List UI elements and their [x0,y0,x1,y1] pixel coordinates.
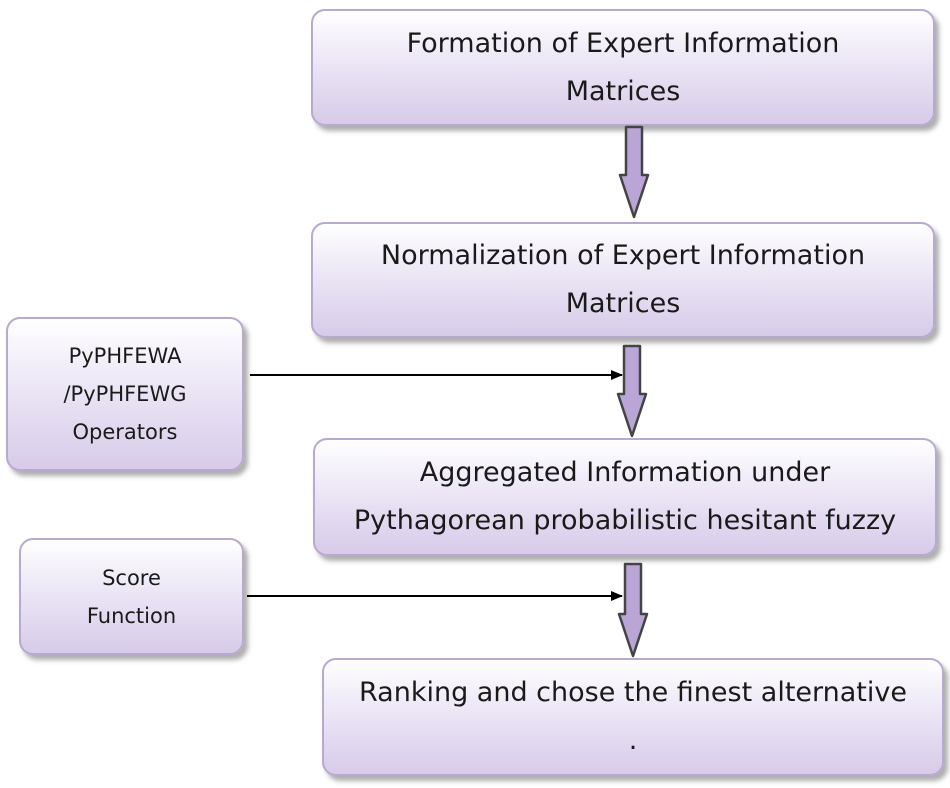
step-formation-text-2: Matrices [565,75,681,107]
step-normalization-text-2: Matrices [565,288,681,319]
flow-arrow-3 [617,562,649,658]
input-operators-text-2: /PyPHFEWG [63,382,187,406]
step-formation-box: Formation of Expert Information Matrices [311,9,935,126]
flow-arrow-1 [618,125,650,219]
step-ranking-text-2: . [628,725,638,756]
input-score-text-1: Score [102,565,161,590]
input-operators-box: PyPHFEWA /PyPHFEWG Operators [6,317,244,471]
input-score-text-2: Function [86,603,177,628]
input-operators-text-3: Operators [72,420,178,444]
step-ranking-box: Ranking and chose the finest alternative… [322,658,944,776]
step-normalization-box: Normalization of Expert Information Matr… [311,222,935,338]
flow-arrow-2 [616,344,648,438]
step-normalization-text-1: Normalization of Expert Information [380,240,866,271]
step-formation-text-1: Formation of Expert Information [406,27,840,59]
input-operators-text-1: PyPHFEWA [68,344,182,368]
step-ranking-text-1: Ranking and chose the finest alternative [359,677,907,708]
step-aggregated-box: Aggregated Information under Pythagorean… [313,438,937,556]
step-aggregated-text-2: Pythagorean probabilistic hesitant fuzzy [353,505,897,536]
step-aggregated-text-1: Aggregated Information under [419,457,831,488]
input-score-box: Score Function [19,538,244,655]
